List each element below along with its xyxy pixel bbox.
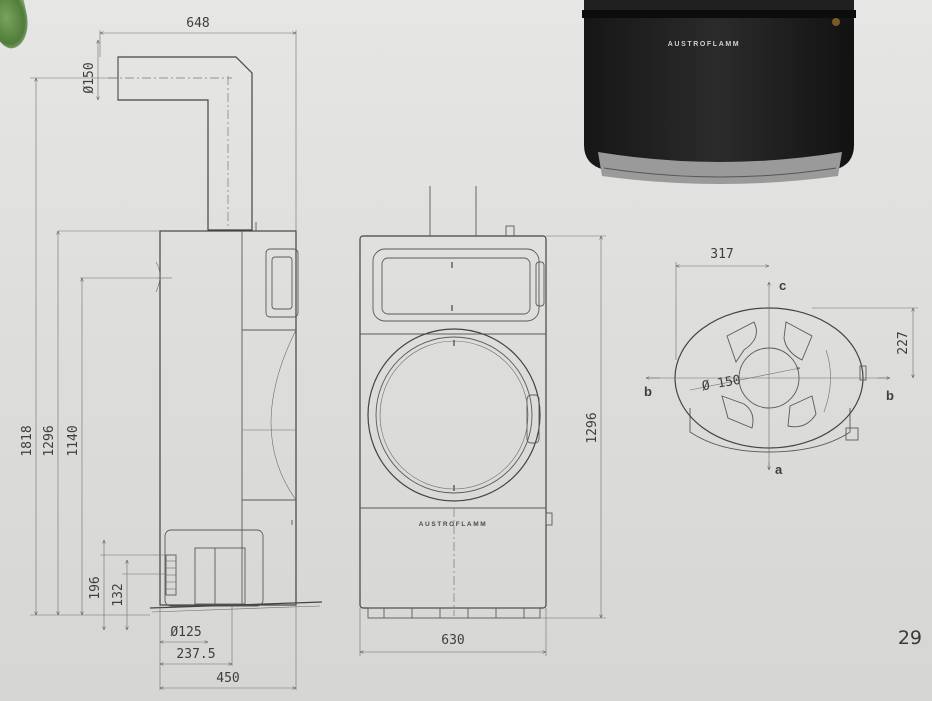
dim-height-outlet: 1140 [66, 425, 81, 456]
side-view: 648 Ø150 1818 1296 1140 196 132 Ø125 237… [20, 16, 323, 690]
dim-front-height: 1296 [585, 412, 600, 443]
label-a: a [775, 462, 783, 477]
label-b-right: b [886, 388, 894, 403]
dim-top-depth: 227 [896, 331, 911, 354]
front-view: AUSTROFLAMM 1296 630 [359, 186, 606, 656]
label-b-left: b [644, 384, 652, 399]
dim-depth-air: 237.5 [176, 647, 215, 662]
top-view: 317 227 Ø 150 c a b b [644, 247, 918, 477]
dim-depth-total: 450 [216, 671, 239, 686]
page-number: 29 [897, 627, 922, 649]
dim-top-offset: 317 [710, 247, 733, 262]
dim-flue-diameter: Ø150 [82, 62, 97, 93]
dim-height-body: 1296 [42, 425, 57, 456]
stove-photo: AUSTROFLAMM [582, 0, 856, 184]
stove-photo-brand: AUSTROFLAMM [668, 41, 740, 48]
dim-front-width: 630 [441, 633, 464, 648]
dim-top-width: 648 [186, 16, 209, 31]
label-c: c [779, 278, 786, 293]
front-brand: AUSTROFLAMM [419, 521, 488, 528]
dim-height-air-a: 196 [88, 576, 103, 599]
dim-height-total: 1818 [20, 425, 35, 456]
dim-air-diameter: Ø125 [170, 625, 201, 640]
dim-top-diameter: Ø 150 [701, 373, 742, 395]
dim-height-air-b: 132 [111, 583, 126, 606]
